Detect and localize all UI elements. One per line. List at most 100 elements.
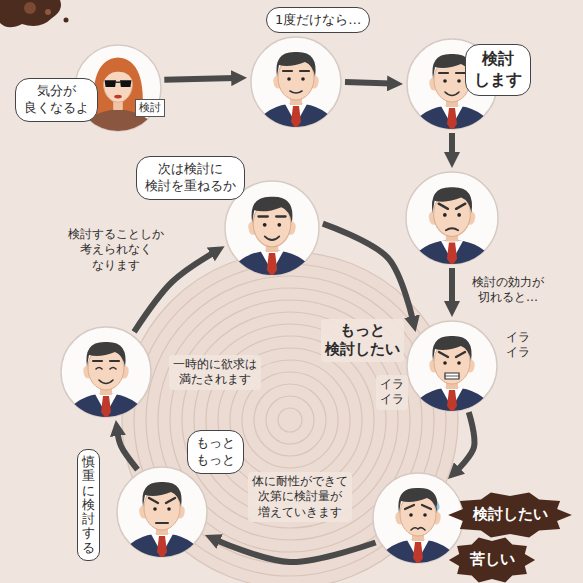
figure-circle: 1度だけなら… bbox=[250, 36, 342, 128]
character-figure bbox=[118, 482, 206, 572]
figure-part bbox=[456, 72, 465, 74]
figure-part bbox=[153, 507, 157, 511]
spiral-ring bbox=[266, 396, 314, 444]
caption-text: 体に耐性ができて 次第に検討量が 増えていきます bbox=[248, 472, 352, 523]
title-smudge bbox=[24, 2, 36, 14]
figure-part bbox=[110, 368, 116, 370]
figure-part bbox=[156, 522, 168, 524]
character-figure bbox=[252, 52, 340, 142]
figure-part bbox=[276, 52, 315, 77]
figure-part bbox=[439, 204, 448, 209]
figure-part bbox=[411, 528, 425, 530]
figure-part bbox=[422, 505, 431, 509]
circle-outline bbox=[406, 320, 498, 412]
caption-text: 一時的に欲求は 満たされます bbox=[169, 355, 261, 390]
character-figure bbox=[408, 336, 496, 426]
figure-part bbox=[157, 536, 167, 559]
figure-part bbox=[446, 228, 458, 230]
speech-bubble: 1度だけなら… bbox=[266, 7, 370, 34]
figure-part bbox=[96, 368, 102, 370]
figure-part bbox=[62, 393, 150, 432]
title-smudge bbox=[45, 9, 51, 15]
figure-part bbox=[110, 360, 119, 362]
figure-part bbox=[443, 361, 447, 365]
burst-shape bbox=[449, 537, 535, 582]
figure-part bbox=[252, 103, 340, 142]
figure-part bbox=[457, 213, 461, 217]
figure-part bbox=[258, 215, 267, 217]
figure-part bbox=[432, 187, 472, 213]
figure-part bbox=[300, 70, 309, 72]
figure-part bbox=[265, 236, 280, 240]
figure-circle: 検討したい苦しい bbox=[372, 472, 464, 564]
figure-part bbox=[447, 108, 457, 131]
figure-part bbox=[398, 488, 437, 513]
character-figure bbox=[62, 342, 150, 432]
figure-part bbox=[447, 243, 457, 267]
figure-part bbox=[116, 82, 120, 83]
cycle-arrow bbox=[457, 412, 475, 471]
figure-part bbox=[409, 513, 413, 517]
figure-part bbox=[114, 95, 122, 99]
caption-text: イラ イラ bbox=[502, 328, 534, 363]
figure-circle: 一時的に欲求は 満たされます bbox=[60, 326, 152, 418]
figure-part bbox=[142, 482, 181, 507]
spiral-ring bbox=[278, 408, 302, 432]
circle-outline bbox=[250, 36, 342, 128]
figure-part bbox=[291, 106, 301, 129]
figure-part bbox=[413, 542, 423, 565]
figure-part bbox=[457, 79, 461, 83]
figure-part bbox=[456, 204, 465, 209]
figure-circle: 検討 します bbox=[406, 38, 498, 130]
figure-part bbox=[445, 92, 459, 96]
figure-part bbox=[374, 539, 462, 578]
caption-text: 検討することしか 考えられなく なります bbox=[64, 225, 168, 276]
cycle-arrow bbox=[323, 224, 413, 321]
character-figure bbox=[374, 488, 462, 578]
figure-part bbox=[99, 380, 113, 384]
figure-part bbox=[447, 390, 457, 413]
caption-text: イラ イラ bbox=[376, 375, 408, 410]
character-figure bbox=[226, 197, 318, 291]
figure-circle: もっと 検討したいイラ イライラ イラ bbox=[406, 320, 498, 412]
figure-part bbox=[101, 396, 111, 419]
figure-part bbox=[445, 376, 459, 377]
character-figure bbox=[407, 187, 497, 279]
figure-part bbox=[167, 507, 171, 511]
figure-part bbox=[405, 505, 414, 509]
figure-part bbox=[423, 513, 427, 517]
cycle-arrow bbox=[449, 133, 455, 156]
cycle-arrow bbox=[216, 540, 376, 562]
speech-bubble: 検討 します bbox=[465, 44, 531, 96]
figure-part bbox=[263, 223, 267, 227]
cycle-arrow bbox=[164, 78, 235, 80]
caption-text: もっと 検討したい bbox=[321, 319, 404, 362]
cycle-arrow bbox=[449, 268, 455, 305]
circle-outline bbox=[116, 466, 208, 558]
title-smudge bbox=[0, 0, 61, 27]
figure-part bbox=[267, 253, 277, 277]
figure-part bbox=[276, 215, 285, 217]
figure-part bbox=[118, 533, 206, 572]
title-smudge bbox=[64, 18, 69, 23]
figure-part bbox=[149, 498, 158, 503]
figure-part bbox=[287, 77, 291, 81]
figure-part bbox=[439, 352, 448, 357]
figure-part bbox=[437, 502, 440, 510]
burst-text: 苦しい bbox=[470, 550, 515, 570]
figure-part bbox=[105, 80, 116, 87]
speech-bubble: もっと もっと bbox=[187, 430, 244, 474]
speech-bubble: 次は検討に 検討を重ねるか bbox=[136, 156, 245, 200]
paper-sign: 検討 bbox=[135, 99, 165, 117]
figure-part bbox=[439, 72, 448, 74]
cycle-arrow bbox=[117, 432, 137, 470]
figure-circle: もっと もっと慎重に 検討する bbox=[116, 466, 208, 558]
vertical-speech-bubble: 慎重に 検討する bbox=[77, 449, 100, 561]
figure-part bbox=[166, 498, 175, 503]
caption-text: 検討の効力が 切れると… bbox=[468, 273, 548, 308]
figure-part bbox=[93, 360, 102, 362]
burst-text: 検討したい bbox=[473, 505, 548, 525]
figure-part bbox=[252, 197, 293, 223]
figure-part bbox=[445, 373, 459, 379]
figure-circle: 次は検討に 検討を重ねるか bbox=[224, 180, 320, 276]
